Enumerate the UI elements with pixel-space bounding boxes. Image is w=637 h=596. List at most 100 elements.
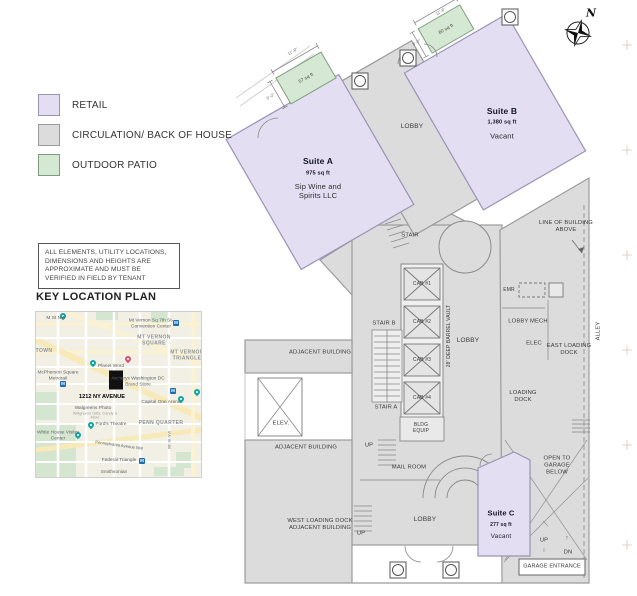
- garage-entrance-box: [518, 558, 586, 576]
- suite-b-tenant: Vacant: [490, 131, 514, 141]
- room-label-stair-a: STAIR A: [374, 404, 398, 411]
- suite-a-tenant: Sip Wine and Spirits LLC: [294, 182, 342, 200]
- up-arrow-icon: ↑: [565, 535, 569, 542]
- bldg-equip-room: [399, 416, 445, 442]
- suite-c-tenant: Vacant: [490, 533, 512, 541]
- stair-flight: [371, 329, 403, 403]
- legend-label-patio: OUTDOOR PATIO: [72, 159, 158, 171]
- map-label-mt-vernon-square: MT VERNON SQUARE: [137, 334, 171, 346]
- room-label-stair: STAIR: [401, 232, 419, 239]
- suite-b-name: Suite B: [486, 105, 518, 116]
- room-label-adjacent-building-2: ADJACENT BUILDING: [274, 444, 338, 451]
- north-label: N: [585, 6, 597, 20]
- label-up-mail: UP: [364, 442, 374, 449]
- suite-a-name: Suite A: [302, 155, 334, 166]
- patio-swatch: [38, 154, 60, 176]
- interior-walls: [360, 300, 549, 481]
- label-up-west: UP: [356, 530, 366, 537]
- metro-icon: M: [173, 320, 179, 326]
- map-label-mcpherson: McPherson Square Metrorail: [37, 370, 79, 381]
- room-label-bldg-equip: BLDG EQUIP: [412, 422, 430, 434]
- room-label-emr: EMR: [503, 287, 515, 293]
- room-label-cab3: CAB #3: [412, 357, 432, 363]
- legend-item-patio: OUTDOOR PATIO: [38, 154, 232, 176]
- room-label-lobby-mech: LOBBY MECH: [508, 318, 548, 325]
- map-label-capital-one: Capital One Arena: [141, 400, 181, 406]
- key-location-plan-title: KEY LOCATION PLAN: [36, 291, 157, 303]
- key-location-map: M St NW M Mt Vernon Sq 7th St-Convention…: [35, 311, 202, 478]
- map-label-walgreens: Walgreens Photo: [74, 406, 112, 412]
- room-label-lobby-bottom: LOBBY: [413, 516, 437, 524]
- label-dn-garage: DN: [563, 549, 573, 556]
- map-label-m-st: M St NW: [46, 316, 66, 322]
- metro-icon: M: [170, 388, 176, 394]
- west-stair: [354, 505, 372, 532]
- legend-label-retail: RETAIL: [72, 99, 108, 111]
- map-label-arcteryx: Arc'teryx Washington DC Brand Store: [111, 376, 165, 387]
- map-label-fords: Ford's Theatre: [95, 422, 127, 428]
- room-label-barrel-vault: 28' DEEP BARREL VAULT: [446, 304, 452, 368]
- stair-top-hatch: [384, 218, 410, 249]
- emr-closet: [548, 282, 564, 298]
- map-label-white-house: White House Visitor Center: [36, 430, 80, 441]
- map-label-penn-quarter: PENN QUARTER: [138, 420, 184, 427]
- room-label-cab4: CAB #4: [412, 395, 432, 401]
- map-label-mt-vernon-triangle: MT VERNON TRIANGLE: [170, 349, 202, 361]
- down-arrow-icon: ↓: [542, 547, 546, 554]
- room-label-mail-room: MAIL ROOM: [391, 464, 427, 471]
- circulation-swatch: [38, 124, 60, 146]
- map-label-smithsonian: Smithsonian: [100, 470, 128, 476]
- emr-room: [518, 282, 546, 298]
- room-label-stair-b: STAIR B: [372, 320, 396, 327]
- room-label-elec: ELEC: [526, 340, 542, 347]
- suite-b-shape: [403, 13, 587, 211]
- map-label-planet-word: Planet Word: [97, 364, 125, 370]
- room-label-loading-dock: LOADING DOCK: [509, 390, 537, 403]
- map-label-federal-triangle: Federal Triangle: [101, 458, 137, 464]
- legend-item-circulation: CIRCULATION/ BACK OF HOUSE: [38, 124, 232, 146]
- map-label-mt-vernon-station: Mt Vernon Sq 7th St-Convention Center: [128, 318, 174, 329]
- room-label-west-loading-dock: WEST LOADING DOCK ADJACENT BUILDING: [287, 518, 353, 531]
- mail-stair: [378, 439, 396, 466]
- room-label-open-to-garage: OPEN TO GARAGE BELOW: [543, 455, 571, 476]
- leader-arrowhead: [578, 247, 584, 253]
- patio-b-shape: [409, 0, 475, 59]
- metro-icon: M: [139, 458, 145, 464]
- metro-icon: M: [60, 381, 66, 387]
- legend-item-retail: RETAIL: [38, 94, 232, 116]
- suite-c-area: 277 sq ft: [490, 522, 512, 528]
- north-compass-icon: [564, 19, 592, 47]
- map-label-walgreens-sub: Walgreens Gifts, Candy & More: [72, 410, 118, 420]
- label-up-garage: UP: [539, 537, 549, 544]
- map-label-address: 1212 NY AVENUE: [79, 393, 125, 400]
- map-label-town: TOWN: [35, 348, 53, 355]
- room-label-east-loading-dock: EAST LOADING DOCK: [546, 343, 592, 356]
- patio-a-shape: [267, 43, 337, 110]
- rotunda-top: [438, 220, 492, 274]
- register-mark-icon: [622, 40, 632, 550]
- room-label-lobby-upper: LOBBY: [400, 123, 424, 131]
- legend-label-circulation: CIRCULATION/ BACK OF HOUSE: [72, 129, 233, 141]
- room-label-lobby-core: LOBBY: [456, 337, 480, 345]
- room-label-cab2: CAB #2: [412, 319, 432, 325]
- map-label-ninth-st: 9th St NW: [166, 430, 172, 450]
- room-label-adjacent-building-1: ADJACENT BUILDING: [288, 349, 352, 356]
- columns: [351, 8, 519, 579]
- dock-stair: [572, 419, 590, 433]
- suite-c-shape: [477, 451, 531, 557]
- suite-c-name: Suite C: [487, 508, 515, 518]
- suite-a-area: 975 sq ft: [305, 170, 331, 177]
- subject-building-marker: [109, 370, 123, 390]
- room-label-cab1: CAB #1: [412, 281, 432, 287]
- suite-a-shape: [225, 73, 415, 271]
- retail-swatch: [38, 94, 60, 116]
- elevator-box: [257, 377, 303, 437]
- suite-b-area: 1,380 sq ft: [487, 119, 517, 126]
- disclaimer-note: ALL ELEMENTS, UTILITY LOCATIONS, DIMENSI…: [38, 243, 180, 290]
- room-label-garage-entrance: GARAGE ENTRANCE: [523, 563, 581, 570]
- room-label-alley: ALLEY: [595, 321, 602, 341]
- room-label-elev: ELEV.: [272, 420, 290, 427]
- room-label-line-of-building: LINE OF BUILDING ABOVE: [539, 220, 593, 233]
